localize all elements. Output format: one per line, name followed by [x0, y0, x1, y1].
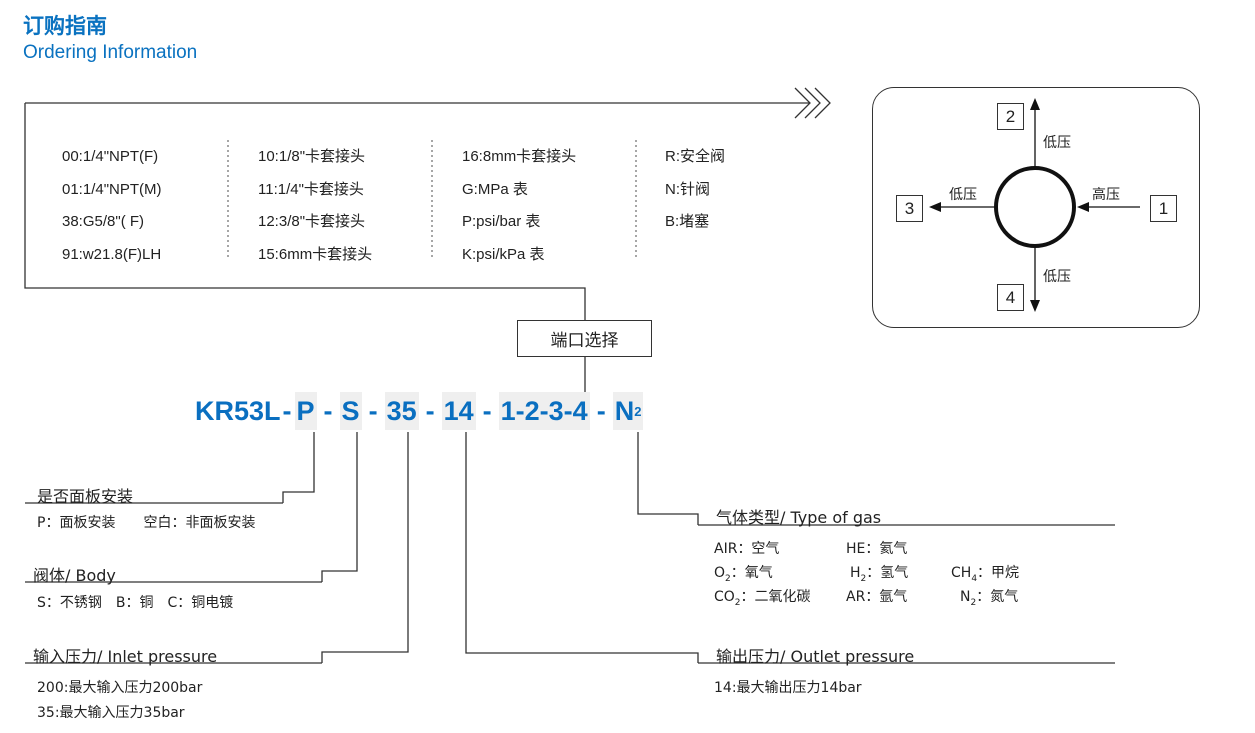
gas-item: H2：氢气: [850, 565, 909, 584]
gas-item: AR：氩气: [846, 589, 908, 605]
high-pressure-label: 高压: [1092, 187, 1120, 203]
code-inlet: 35: [384, 392, 419, 430]
gas-item: AIR：空气: [714, 541, 780, 557]
low-pressure-label: 低压: [949, 187, 977, 203]
body-heading: 阀体/ Body: [33, 566, 116, 585]
gas-item: O2：氧气: [714, 565, 773, 584]
page-title-cn: 订购指南: [23, 14, 107, 38]
port-2-label: 2: [997, 103, 1024, 130]
port-layout-diagram: [872, 87, 1200, 328]
body-desc: S：不锈钢 B：铜 C：铜电镀: [37, 595, 234, 611]
gas-item: N2：氮气: [960, 589, 1019, 608]
code-panel: P: [294, 392, 317, 430]
outlet-line: 14:最大输出压力14bar: [714, 680, 862, 696]
code-ports: 1-2-3-4: [498, 392, 590, 430]
port-1-label: 1: [1150, 195, 1177, 222]
port-select-box: 端口选择: [517, 320, 652, 357]
code-dash: -: [482, 395, 492, 426]
low-pressure-label: 低压: [1043, 269, 1071, 285]
outlet-heading: 输出压力/ Outlet pressure: [716, 647, 915, 666]
inlet-heading: 输入压力/ Inlet pressure: [33, 647, 218, 666]
panel-heading: 是否面板安装: [37, 487, 134, 506]
inlet-line: 200:最大输入压力200bar: [37, 680, 203, 696]
page-title-en: Ordering Information: [23, 42, 198, 63]
gas-item: HE：氦气: [846, 541, 908, 557]
port-3-label: 3: [896, 195, 923, 222]
inlet-line: 35:最大输入压力35bar: [37, 705, 185, 721]
code-dash: -: [368, 395, 378, 426]
code-prefix: KR53L: [195, 395, 281, 426]
code-dash: -: [323, 395, 333, 426]
gas-item: CH4：甲烷: [951, 565, 1020, 584]
code-dash: -: [282, 395, 292, 426]
port-options-col-1: 00:1/4"NPT(F)01:1/4"NPT(M)38:G5/8"( F)91…: [62, 148, 162, 263]
code-outlet: 14: [441, 392, 476, 430]
gas-item: CO2：二氧化碳: [714, 589, 811, 608]
code-body: S: [339, 392, 362, 430]
gas-heading: 气体类型/ Type of gas: [716, 508, 882, 527]
low-pressure-label: 低压: [1043, 135, 1071, 151]
panel-desc: P：面板安装 空白：非面板安装: [37, 515, 256, 531]
code-dash: -: [425, 395, 435, 426]
port-4-label: 4: [997, 284, 1024, 311]
code-dash: -: [596, 395, 606, 426]
